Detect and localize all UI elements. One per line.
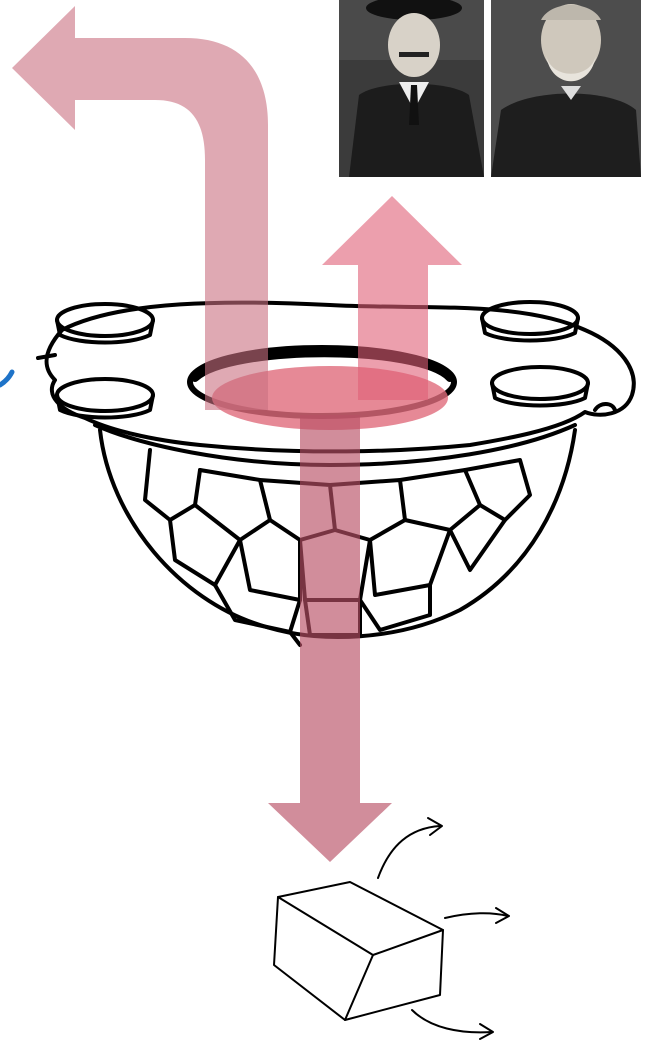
man-in-hat-image xyxy=(339,0,484,177)
portrait-left xyxy=(339,0,484,177)
portrait-right xyxy=(491,0,641,177)
cube xyxy=(274,818,509,1039)
edge-mark xyxy=(0,372,12,385)
bearded-man-image xyxy=(491,0,641,177)
